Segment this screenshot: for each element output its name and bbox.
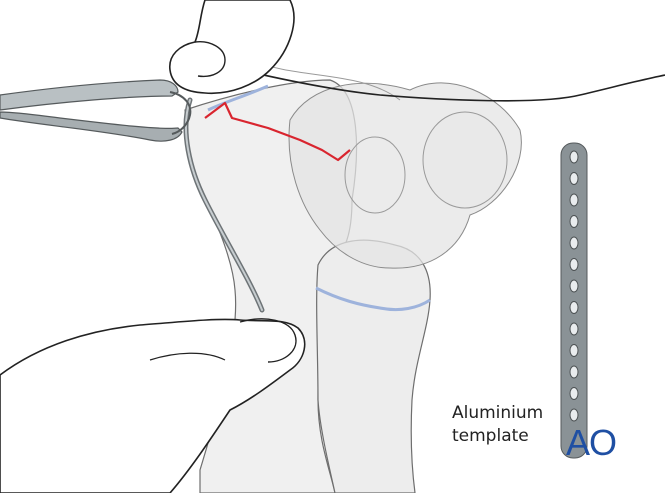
template-hole	[569, 236, 579, 250]
template-hole	[569, 344, 579, 357]
upper-hand-finger	[194, 41, 226, 78]
template-hole	[569, 301, 579, 314]
growth-plate-distal	[315, 286, 431, 312]
template-hole	[569, 193, 579, 207]
skin-outline	[199, 59, 665, 102]
template-hole	[569, 172, 579, 185]
aluminium-template	[560, 142, 588, 459]
patella-ghost	[422, 111, 508, 209]
lower-hand-knuckle	[149, 352, 226, 361]
upper-hand	[169, 0, 295, 95]
proximal-tibia	[316, 239, 431, 493]
pliers-lower-jaw	[0, 111, 183, 142]
bent-template-highlight	[184, 99, 263, 311]
ao-logo: AO	[566, 422, 617, 463]
template-hole	[569, 387, 579, 400]
lower-hand-thumb	[239, 318, 297, 363]
template-label-line2: template	[452, 426, 529, 446]
template-hole	[569, 150, 579, 164]
lower-hand	[0, 318, 306, 493]
template-hole	[569, 408, 579, 422]
template-hole	[569, 215, 579, 228]
template-hole	[569, 279, 579, 293]
template-hole	[569, 258, 579, 271]
pliers-upper-jaw	[0, 79, 179, 111]
template-hole	[569, 365, 579, 379]
pliers-tip	[169, 91, 192, 135]
template-label-line1: Aluminium	[452, 403, 544, 423]
template-holes	[569, 150, 579, 422]
template-hole	[569, 322, 579, 336]
fracture-line	[204, 101, 351, 162]
femur-inner	[344, 136, 406, 214]
growth-plate-proximal	[207, 84, 269, 112]
